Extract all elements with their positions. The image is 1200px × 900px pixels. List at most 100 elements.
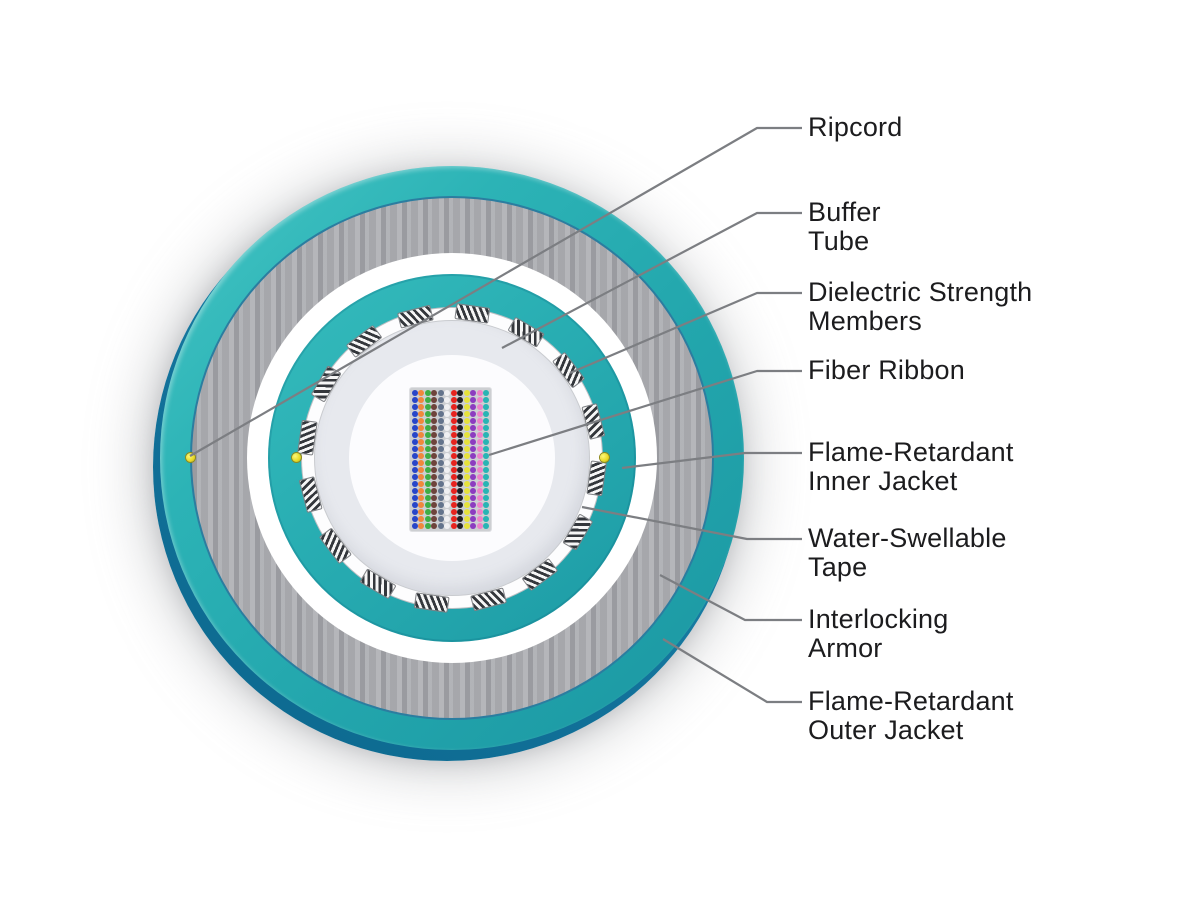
fiber-dot-white — [444, 417, 451, 425]
fiber-dot-yellow — [463, 389, 470, 397]
fiber-dot-aqua — [483, 431, 490, 439]
fiber-dot-blue — [411, 501, 418, 509]
fiber-dot-green — [424, 452, 431, 460]
fiber-dot-aqua — [483, 473, 490, 481]
fiber-dot-blue — [411, 473, 418, 481]
fiber-dot-rose — [476, 396, 483, 404]
fiber-dot-white — [444, 480, 451, 488]
fiber-dot-aqua — [483, 487, 490, 495]
fiber-dot-slate — [437, 389, 444, 397]
fiber-dot-yellow — [463, 431, 470, 439]
fiber-dot-aqua — [483, 424, 490, 432]
fiber-dot-red — [450, 410, 457, 418]
fiber-dot-black — [457, 480, 464, 488]
fiber-dot-black — [457, 522, 464, 530]
fiber-dot-violet — [470, 466, 477, 474]
fiber-dot-orange — [418, 410, 425, 418]
fiber-dot-violet — [470, 431, 477, 439]
fiber-dot-rose — [476, 508, 483, 516]
fiber-dot-orange — [418, 494, 425, 502]
fiber-dot-brown — [431, 508, 438, 516]
fiber-dot-rose — [476, 522, 483, 530]
fiber-dot-orange — [418, 515, 425, 523]
fiber-dot-yellow — [463, 522, 470, 530]
fiber-dot-white — [444, 389, 451, 397]
fiber-dot-white — [444, 396, 451, 404]
fiber-dot-red — [450, 452, 457, 460]
fiber-dot-blue — [411, 522, 418, 530]
fiber-dot-green — [424, 438, 431, 446]
fiber-dot-orange — [418, 452, 425, 460]
fiber-dot-rose — [476, 459, 483, 467]
fiber-dot-brown — [431, 403, 438, 411]
fiber-dot-slate — [437, 396, 444, 404]
fiber-dot-brown — [431, 473, 438, 481]
fiber-dot-white — [444, 438, 451, 446]
label-flame-retardant-outer-jacket: Flame-Retardant Outer Jacket — [808, 686, 1014, 745]
fiber-dot-violet — [470, 410, 477, 418]
fiber-dot-brown — [431, 445, 438, 453]
fiber-dot-blue — [411, 431, 418, 439]
fiber-dot-yellow — [463, 494, 470, 502]
fiber-dot-orange — [418, 501, 425, 509]
fiber-dot-green — [424, 431, 431, 439]
fiber-dot-yellow — [463, 487, 470, 495]
fiber-dot-brown — [431, 431, 438, 439]
fiber-dot-green — [424, 501, 431, 509]
fiber-dot-green — [424, 522, 431, 530]
fiber-dot-slate — [437, 431, 444, 439]
fiber-dot-brown — [431, 389, 438, 397]
fiber-dot-white — [444, 459, 451, 467]
fiber-dot-green — [424, 473, 431, 481]
fiber-dot-orange — [418, 403, 425, 411]
fiber-dot-green — [424, 417, 431, 425]
fiber-dot-black — [457, 410, 464, 418]
fiber-dot-rose — [476, 417, 483, 425]
fiber-dot-violet — [470, 480, 477, 488]
fiber-dot-red — [450, 508, 457, 516]
fiber-dot-white — [444, 403, 451, 411]
fiber-dot-black — [457, 452, 464, 460]
fiber-dot-white — [444, 431, 451, 439]
fiber-dot-aqua — [483, 403, 490, 411]
fiber-dot-yellow — [463, 501, 470, 509]
fiber-dot-black — [457, 445, 464, 453]
fiber-dot-slate — [437, 515, 444, 523]
fiber-dot-rose — [476, 452, 483, 460]
fiber-dot-blue — [411, 424, 418, 432]
fiber-dot-violet — [470, 438, 477, 446]
fiber-dot-slate — [437, 494, 444, 502]
fiber-dot-blue — [411, 403, 418, 411]
fiber-dot-slate — [437, 424, 444, 432]
fiber-dot-yellow — [463, 466, 470, 474]
fiber-dot-slate — [437, 522, 444, 530]
fiber-dot-violet — [470, 473, 477, 481]
fiber-dot-blue — [411, 410, 418, 418]
fiber-dot-white — [444, 494, 451, 502]
ripcord-dot — [291, 452, 301, 462]
fiber-dot-red — [450, 473, 457, 481]
fiber-dot-black — [457, 501, 464, 509]
fiber-dot-white — [444, 522, 451, 530]
fiber-dot-black — [457, 431, 464, 439]
fiber-dot-black — [457, 515, 464, 523]
fiber-dot-brown — [431, 396, 438, 404]
fiber-dot-orange — [418, 396, 425, 404]
fiber-dot-yellow — [463, 480, 470, 488]
fiber-dot-green — [424, 508, 431, 516]
fiber-dot-black — [457, 459, 464, 467]
label-ripcord: Ripcord — [808, 112, 903, 142]
fiber-dot-aqua — [483, 515, 490, 523]
fiber-dot-rose — [476, 445, 483, 453]
fiber-dot-aqua — [483, 494, 490, 502]
fiber-dot-violet — [470, 396, 477, 404]
fiber-dot-brown — [431, 494, 438, 502]
fiber-dot-aqua — [483, 466, 490, 474]
fiber-dot-aqua — [483, 501, 490, 509]
fiber-dot-white — [444, 452, 451, 460]
fiber-dot-red — [450, 515, 457, 523]
fiber-dot-green — [424, 459, 431, 467]
fiber-dot-rose — [476, 410, 483, 418]
fiber-dot-red — [450, 480, 457, 488]
fiber-dot-green — [424, 487, 431, 495]
